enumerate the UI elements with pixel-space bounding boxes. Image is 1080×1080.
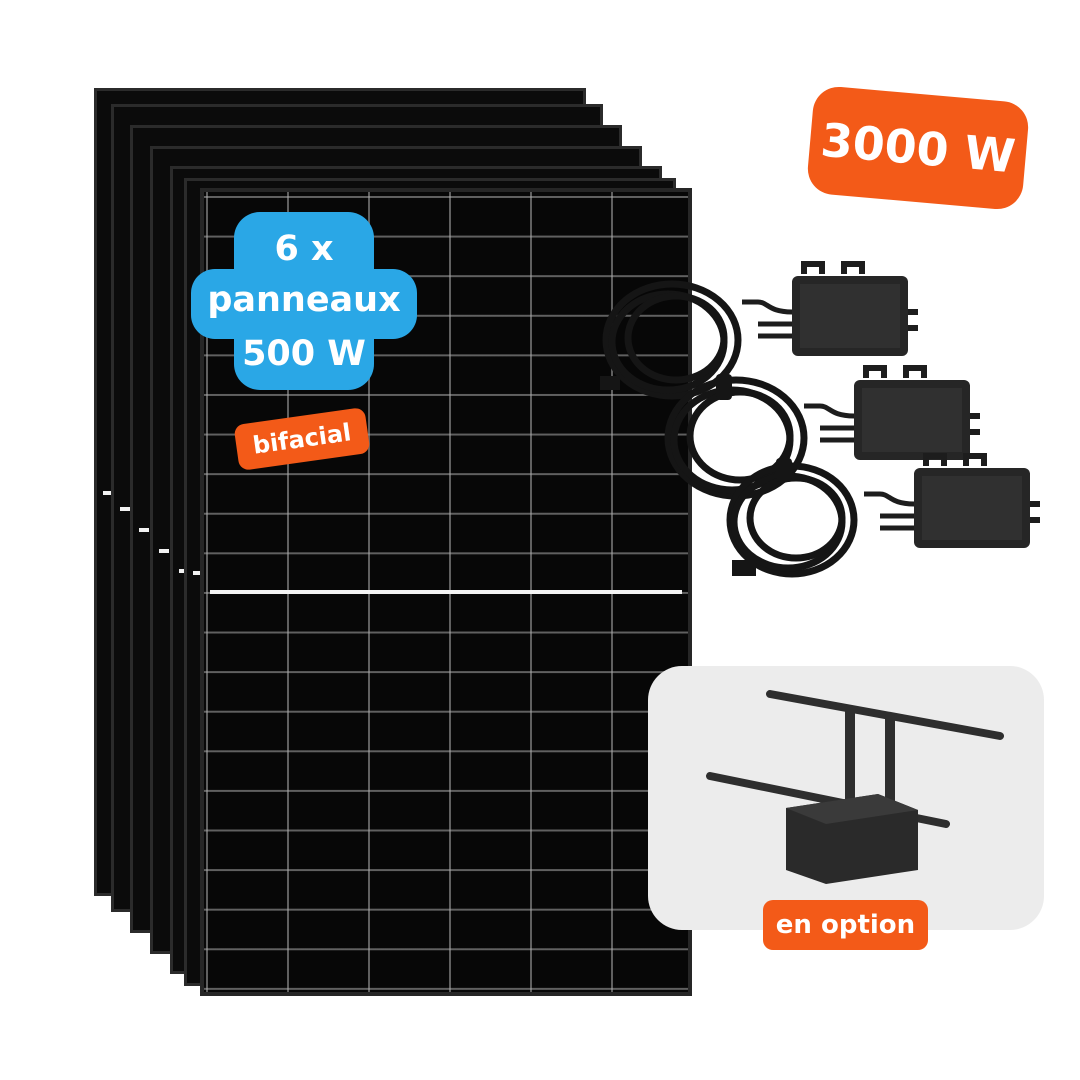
cable-coil-icon xyxy=(726,458,858,578)
panel-half-cut-line xyxy=(210,590,682,594)
panel-type-text: panneaux xyxy=(207,280,401,320)
panel-power-text: 500 W xyxy=(242,334,366,374)
microinverter-icon xyxy=(804,365,980,460)
total-power-badge: 3000 W xyxy=(805,84,1031,212)
option-badge: en option xyxy=(763,900,928,950)
microinverter-icon xyxy=(742,261,918,356)
cable-coil-icon xyxy=(600,280,742,400)
panel-count-badge: 6 x panneaux 500 W xyxy=(191,212,417,390)
cable-coil-icon xyxy=(664,374,808,500)
panel-count-text: 6 x xyxy=(274,229,334,269)
microinverter-icon xyxy=(864,453,1040,548)
panel-mount-icon xyxy=(706,690,1004,884)
